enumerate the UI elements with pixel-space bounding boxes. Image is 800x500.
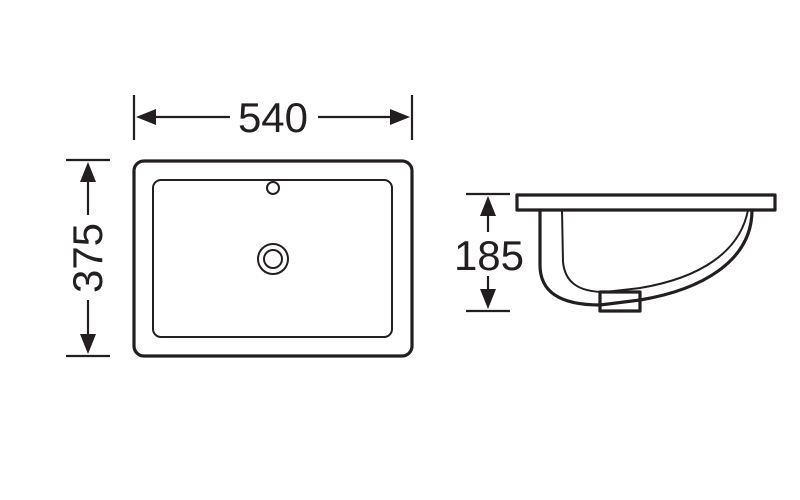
top-view: 540 375 bbox=[64, 94, 414, 358]
overflow-hole bbox=[266, 181, 280, 195]
basin-outer-rim bbox=[132, 159, 414, 358]
depth-dimension: 375 bbox=[64, 158, 111, 358]
height-dimension: 185 bbox=[454, 192, 524, 313]
width-dimension: 540 bbox=[132, 94, 414, 141]
height-arrow-bottom bbox=[480, 289, 496, 309]
drain-outer bbox=[257, 243, 289, 275]
side-rim bbox=[515, 193, 777, 212]
side-drain-spigot bbox=[598, 290, 642, 313]
height-label: 185 bbox=[454, 232, 524, 279]
depth-label: 375 bbox=[64, 223, 111, 293]
side-bowl-outer bbox=[538, 208, 754, 307]
height-arrow-top bbox=[480, 196, 496, 216]
basin-inner-bowl bbox=[152, 179, 393, 338]
depth-arrow-top bbox=[80, 162, 96, 182]
width-label: 540 bbox=[238, 94, 308, 141]
width-arrow-right bbox=[390, 109, 410, 125]
width-arrow-left bbox=[136, 109, 156, 125]
drain-inner bbox=[263, 249, 283, 269]
side-bowl-inner bbox=[561, 209, 749, 293]
side-view: 185 bbox=[454, 192, 777, 313]
depth-arrow-bottom bbox=[80, 334, 96, 354]
